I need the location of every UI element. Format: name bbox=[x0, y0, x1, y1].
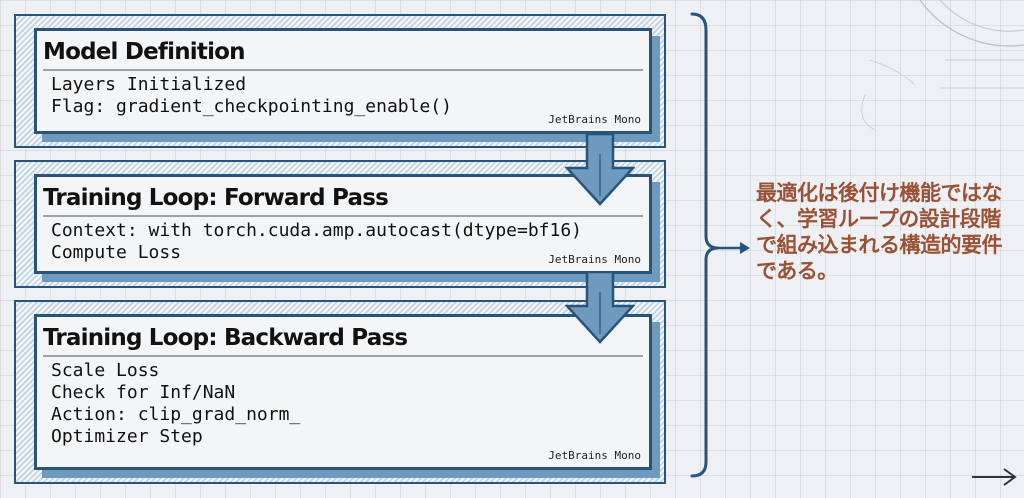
stage-title: Training Loop: Forward Pass bbox=[43, 183, 643, 217]
stage-line: Check for Inf/NaN bbox=[51, 382, 236, 403]
font-tag: JetBrains Mono bbox=[548, 113, 641, 126]
stage-line: Context: with torch.cuda.amp.autocast(dt… bbox=[51, 220, 583, 241]
stage-title: Training Loop: Backward Pass bbox=[43, 323, 643, 357]
flow-arrow-down-icon bbox=[565, 134, 635, 206]
curly-brace-icon bbox=[690, 12, 750, 478]
stage-title: Model Definition bbox=[43, 37, 643, 71]
stage-panel: Training Loop: Forward Pass Context: wit… bbox=[34, 174, 652, 274]
stage-model-definition: Model Definition Layers Initialized Flag… bbox=[14, 14, 666, 148]
stage-backward-pass: Training Loop: Backward Pass Scale Loss … bbox=[14, 300, 666, 484]
stage-line: Flag: gradient_checkpointing_enable() bbox=[51, 96, 452, 117]
stage-panel: Model Definition Layers Initialized Flag… bbox=[34, 28, 652, 134]
stage-line: Layers Initialized bbox=[51, 74, 247, 95]
background-sketch bbox=[861, 0, 1024, 131]
right-arrow-icon[interactable] bbox=[970, 466, 1018, 488]
stage-line: Action: clip_grad_norm_ bbox=[51, 404, 301, 425]
stage-line: Scale Loss bbox=[51, 360, 160, 381]
stage-forward-pass: Training Loop: Forward Pass Context: wit… bbox=[14, 160, 666, 288]
stage-panel: Training Loop: Backward Pass Scale Loss … bbox=[34, 314, 652, 470]
flow-arrow-down-icon bbox=[565, 272, 635, 344]
font-tag: JetBrains Mono bbox=[548, 449, 641, 462]
font-tag: JetBrains Mono bbox=[548, 253, 641, 266]
summary-caption: 最適化は後付け機能ではなく、学習ループの設計段階で組み込まれる構造的要件である。 bbox=[756, 181, 1003, 283]
stage-line: Optimizer Step bbox=[51, 426, 203, 447]
stage-line: Compute Loss bbox=[51, 242, 182, 263]
